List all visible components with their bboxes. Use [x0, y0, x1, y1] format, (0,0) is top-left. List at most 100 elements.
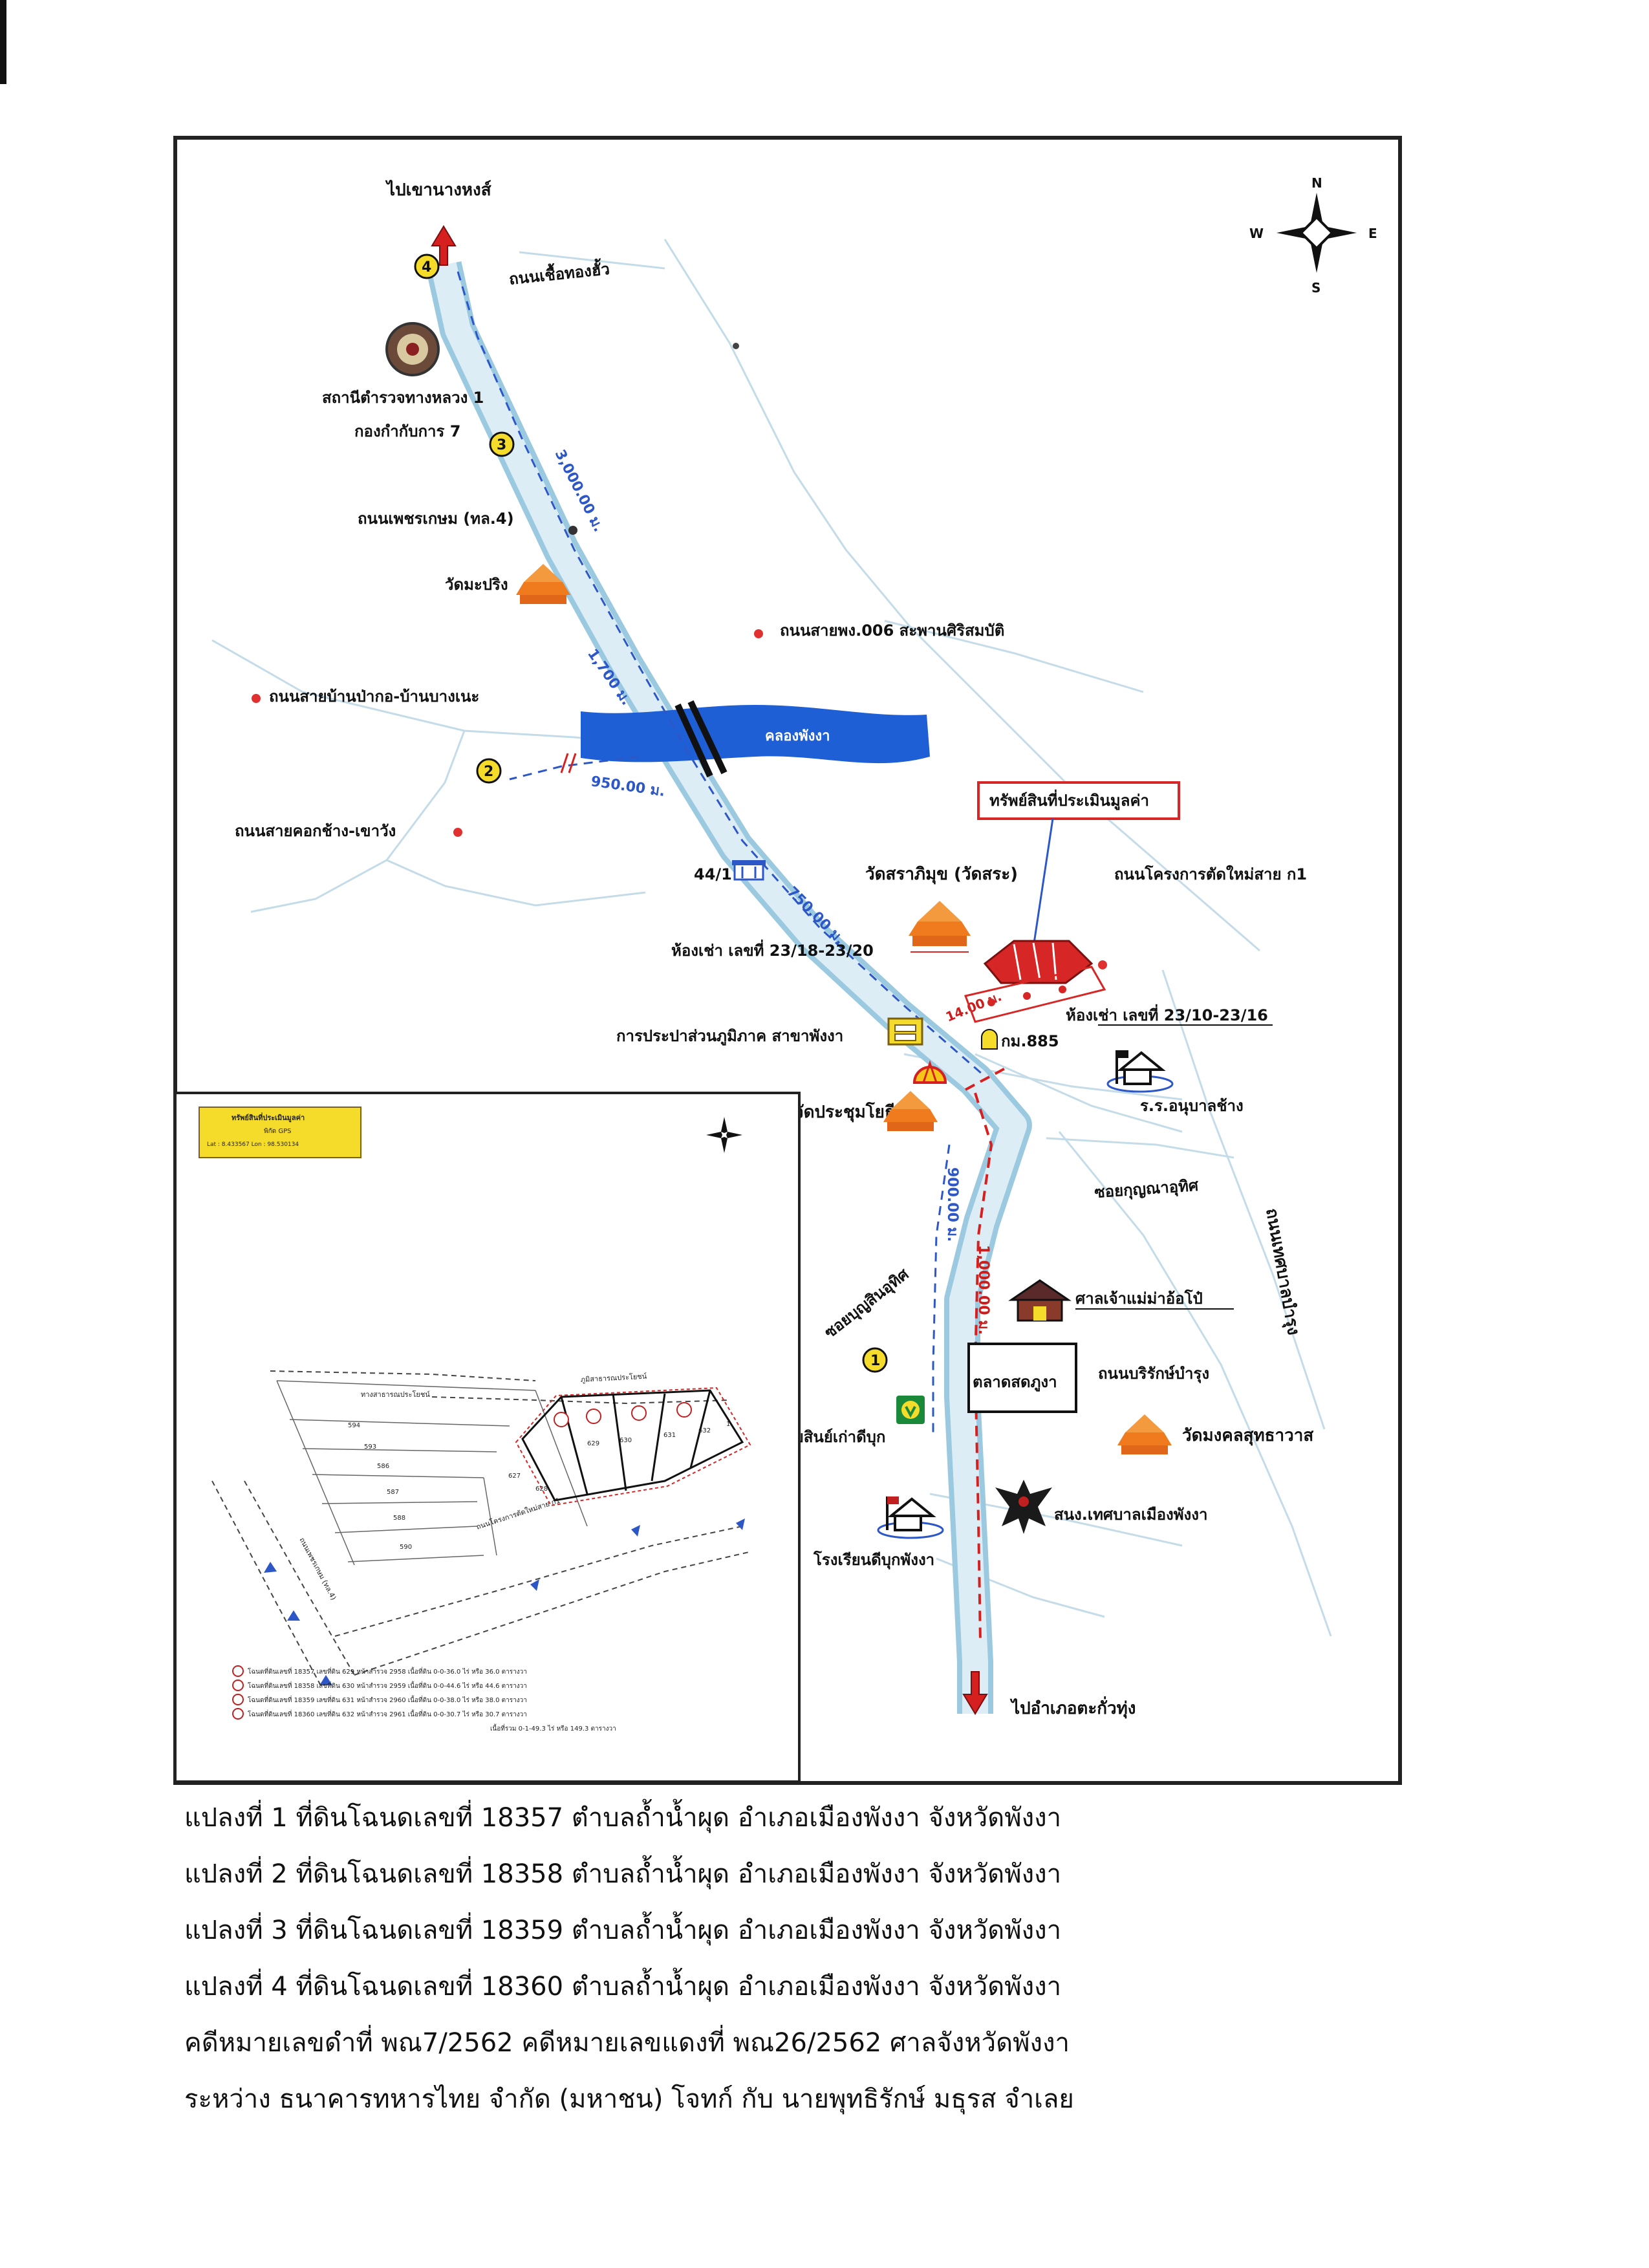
police-label-1: สถานีตำรวจทางหลวง 1: [322, 389, 484, 407]
police-station-icon: [385, 322, 440, 376]
property-parcel: [964, 966, 1106, 1023]
route-blue: [457, 271, 982, 1436]
svg-text:4: 4: [422, 259, 431, 275]
shophouse-left-label: ห้องเช่า เลขที่ 23/18-23/20: [671, 939, 874, 960]
inset-neighbor-num: 594: [348, 1422, 360, 1429]
km-marker-icon: [981, 1029, 998, 1050]
property-dot: [987, 999, 995, 1006]
property-dot: [1059, 986, 1066, 993]
road-khokchang-label: ถนนสายคอกช้าง-เขาวัง: [235, 822, 396, 840]
location-map: คลองพังงา ไปเขานางหงส์ ไปอำเภอตะกั่วทุ่ง…: [173, 136, 1402, 1785]
road-dot: [733, 343, 739, 349]
inset-deed-list: โฉนดที่ดินเลขที่ 18357 เลขที่ดิน 629 หน้…: [232, 1665, 616, 1733]
property-pointer: [1032, 818, 1054, 948]
inset-neighbor-num: 586: [377, 1463, 389, 1470]
inset-neighbor-num: 590: [400, 1544, 412, 1551]
compass-icon: N S E W: [1249, 175, 1377, 296]
temple-icon: [909, 901, 971, 946]
canal: คลองพังงา: [581, 700, 930, 778]
inset-legend-title: ทรัพย์สินที่ประเมินมูลค่า: [232, 1112, 305, 1123]
inset-neighbor-num: 588: [393, 1515, 405, 1522]
municipal-label: สนง.เทศบาลเมืองพังงา: [1054, 1506, 1207, 1524]
road-dot: [754, 629, 763, 638]
inset-plot-markers: [554, 1402, 692, 1427]
distance-1000: 1,000.00 ม.: [975, 1245, 991, 1335]
bridge-mark: [560, 753, 577, 773]
wat-mongkhon-label: วัดมงคลสุทธาวาส: [1182, 1426, 1313, 1446]
wat-prachum-label: วัดประชุมโยธี: [794, 1101, 895, 1123]
compass-n: N: [1311, 175, 1322, 191]
road-borirak-label: ถนนบริรักษ์บำรุง: [1098, 1365, 1209, 1384]
to-south-label: ไปอำเภอตะกั่วทุ่ง: [1009, 1696, 1136, 1719]
inset-legend-box: [199, 1107, 361, 1158]
road-banpak-label: ถนนสายบ้านป่ากอ-บ้านบางเนะ: [269, 687, 479, 706]
inset-compass-icon: [706, 1117, 742, 1153]
school-icon: [1106, 1050, 1174, 1093]
police-label-2: กองกำกับการ 7: [354, 422, 460, 440]
temple-icon: [516, 564, 570, 604]
route-red: [965, 1066, 1008, 1643]
waterworks-label: การประปาส่วนภูมิภาค สาขาพังงา: [616, 1027, 843, 1046]
inset-deed-row: โฉนดที่ดินเลขที่ 18358 เลขที่ดิน 630 หน้…: [248, 1681, 527, 1690]
waterworks-icon: [887, 1017, 923, 1046]
house-441-label: 44/1: [694, 865, 732, 883]
road-dot: [252, 694, 261, 703]
house-icon: [732, 860, 766, 881]
road-dot: [453, 828, 462, 837]
bank-icon: [896, 1396, 925, 1424]
inset-neighbor-num: 593: [364, 1443, 376, 1451]
inset-total-area: เนื้อที่รวม 0-1-49.3 ไร่ หรือ 149.3 ตารา…: [490, 1723, 616, 1733]
shophouse-right-label: ห้องเช่า เลขที่ 23/10-23/16: [1066, 1004, 1268, 1024]
road-new-label: ถนนโครงการตัดใหม่สาย ก1: [1114, 865, 1307, 883]
inset-neighbor-num: 627: [508, 1473, 521, 1480]
inset-map: ทรัพย์สินที่ประเมินมูลค่า พิกัด GPS Lat …: [174, 1092, 801, 1783]
route-marker-2: 2: [476, 758, 502, 784]
temple-icon: [1117, 1414, 1172, 1454]
property-label: ทรัพย์สินที่ประเมินมูลค่า: [989, 789, 1149, 810]
route-marker-3: 3: [489, 431, 515, 457]
school-icon: [877, 1496, 944, 1539]
property-callout: [977, 781, 1180, 820]
caption-line: แปลงที่ 3 ที่ดินโฉนดเลขที่ 18359 ตำบลถ้ำ…: [184, 1916, 1062, 1945]
shrine-icon: [1008, 1279, 1072, 1322]
garuda-emblem-icon: [995, 1480, 1052, 1534]
inset-neighbor-num: 1: [726, 1421, 730, 1428]
inset-plot-num: 630: [620, 1437, 632, 1444]
caption-block: แปลงที่ 1 ที่ดินโฉนดเลขที่ 18357 ตำบลถ้ำ…: [184, 1790, 1445, 2128]
inset-legend-sub: พิกัด GPS: [264, 1128, 291, 1135]
inset-deed-row: โฉนดที่ดินเลขที่ 18357 เลขที่ดิน 629 หน้…: [248, 1667, 527, 1676]
inset-deed-row: โฉนดที่ดินเลขที่ 18359 เลขที่ดิน 631 หน้…: [248, 1695, 527, 1704]
shrine-label: ศาลเจ้าแม่ม่าอ้อโป๋: [1075, 1289, 1203, 1308]
caption-line: แปลงที่ 4 ที่ดินโฉนดเลขที่ 18360 ตำบลถ้ำ…: [184, 1972, 1062, 2002]
compass-e: E: [1368, 226, 1377, 241]
school-anuban-label: ร.ร.อนุบาลช้าง: [1140, 1097, 1244, 1116]
compass-w: W: [1249, 226, 1264, 241]
inset-plot-num: 629: [587, 1440, 599, 1447]
caption-line: คดีหมายเลขดำที่ พณ7/2562 คดีหมายเลขแดงที…: [184, 2028, 1070, 2058]
svg-text:3: 3: [497, 437, 506, 453]
north-arrow: [431, 225, 457, 266]
wat-sarabhumi-label: วัดสราภิมุข (วัดสระ): [865, 865, 1018, 885]
school-dibuk-label: โรงเรียนดีบุกพังงา: [813, 1550, 934, 1570]
distance-900: 900.00 ม.: [944, 1167, 960, 1242]
inset-public-way-top: ภูมิสาธารณประโยชน์: [580, 1372, 647, 1384]
canal-label: คลองพังงา: [765, 728, 830, 744]
south-arrow: [962, 1671, 988, 1715]
svg-text:2: 2: [484, 764, 493, 780]
to-north-label: ไปเขานางหงส์: [385, 179, 491, 200]
inset-deed-row: โฉนดที่ดินเลขที่ 18360 เลขที่ดิน 632 หน้…: [248, 1709, 527, 1718]
wat-maprang-label: วัดมะปริง: [445, 576, 508, 594]
route-marker-4: 4: [414, 254, 440, 279]
market-label: ตลาดสดภูงา: [973, 1373, 1057, 1392]
road-phetkasem-label: ถนนเพชรเกษม (ทล.4): [358, 510, 514, 528]
caption-line: แปลงที่ 1 ที่ดินโฉนดเลขที่ 18357 ตำบลถ้ำ…: [184, 1803, 1062, 1833]
route-marker-1: 1: [862, 1347, 888, 1373]
compass-s: S: [1311, 280, 1320, 296]
inset-plot-num: 631: [663, 1432, 676, 1439]
inset-plot-num: 632: [698, 1427, 711, 1434]
inset-neighbor-num: 628: [535, 1485, 548, 1493]
road-dot: [568, 526, 577, 535]
caption-line: ระหว่าง ธนาคารทหารไทย จำกัด (มหาชน) โจทก…: [184, 2084, 1074, 2114]
caption-line: แปลงที่ 2 ที่ดินโฉนดเลขที่ 18358 ตำบลถ้ำ…: [184, 1859, 1062, 1889]
gas-station-icon: [912, 1060, 947, 1084]
